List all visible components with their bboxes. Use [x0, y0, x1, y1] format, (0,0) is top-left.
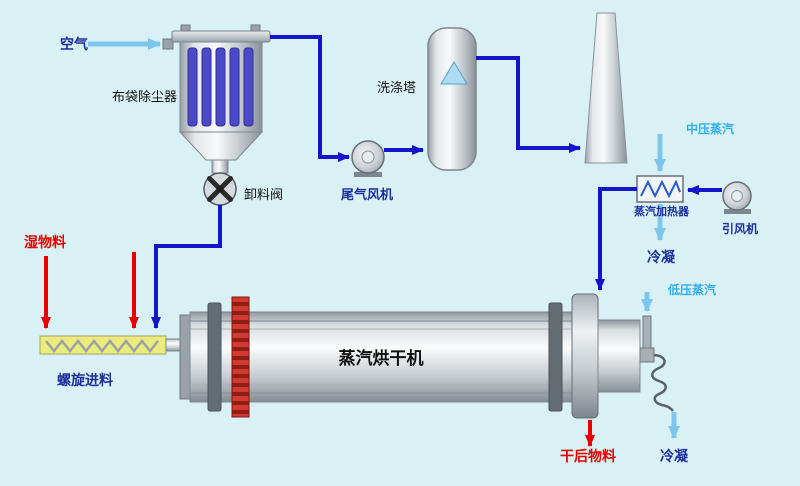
chimney-stack: [584, 12, 628, 164]
tail-gas-fan: [351, 140, 385, 177]
screw-flight: [45, 338, 159, 354]
label-mp-steam: 中压蒸汽: [686, 121, 734, 136]
label-screw-feeder: 螺旋进料: [57, 372, 113, 389]
demister-symbol: [440, 61, 468, 85]
scrubber-tower: [427, 27, 477, 171]
label-air: 空气: [60, 36, 88, 53]
label-lp-steam: 低压蒸汽: [667, 282, 716, 297]
steam-heater: [636, 175, 684, 203]
filter-bags: [187, 47, 254, 127]
label-condensate-heater: 冷凝: [647, 249, 676, 266]
label-steam-dryer: 蒸汽烘干机: [339, 348, 424, 369]
steam-air-arrows: [88, 38, 680, 439]
label-discharge-valve: 卸料阀: [244, 187, 283, 203]
bag-filter: [162, 24, 271, 174]
riding-ring-right: [548, 302, 563, 412]
label-id-fan: 引风机: [722, 221, 758, 236]
steam-inlet-pipe: [642, 315, 652, 351]
heater-coil: [640, 179, 681, 199]
exhaust-gas-piping: [151, 35, 722, 329]
pipe-heater-to-dryer: [595, 187, 637, 291]
steam-dryer: [179, 293, 675, 419]
induced-draft-fan: [722, 181, 752, 214]
pipe-scrubber-to-chimney: [476, 56, 581, 153]
material-arrows: [41, 252, 595, 447]
dryer-shell-lines: [190, 320, 572, 394]
condensate-coil-pipe: [651, 353, 675, 412]
dryer-end-flange: [571, 293, 599, 419]
label-condensate-dryer: 冷凝: [660, 448, 689, 465]
pipe-valve-to-feeder: [151, 205, 222, 329]
label-tail-gas-fan: 尾气风机: [341, 187, 393, 203]
label-wet-material: 湿物料: [24, 234, 66, 251]
label-scrubber: 洗涤塔: [377, 81, 416, 96]
label-bag-filter: 布袋除尘器: [112, 90, 177, 105]
label-dried-material: 干后物料: [560, 448, 616, 465]
riding-ring-left: [207, 302, 222, 412]
rotary-joint: [639, 347, 655, 363]
screw-feeder: [39, 335, 189, 355]
pipe-bagfilter-to-tailfan: [270, 35, 350, 162]
label-steam-heater: 蒸汽加热器: [634, 204, 690, 218]
dryer-head: [597, 319, 641, 393]
drive-gear: [231, 296, 250, 418]
rotary-discharge-valve: [203, 172, 237, 206]
